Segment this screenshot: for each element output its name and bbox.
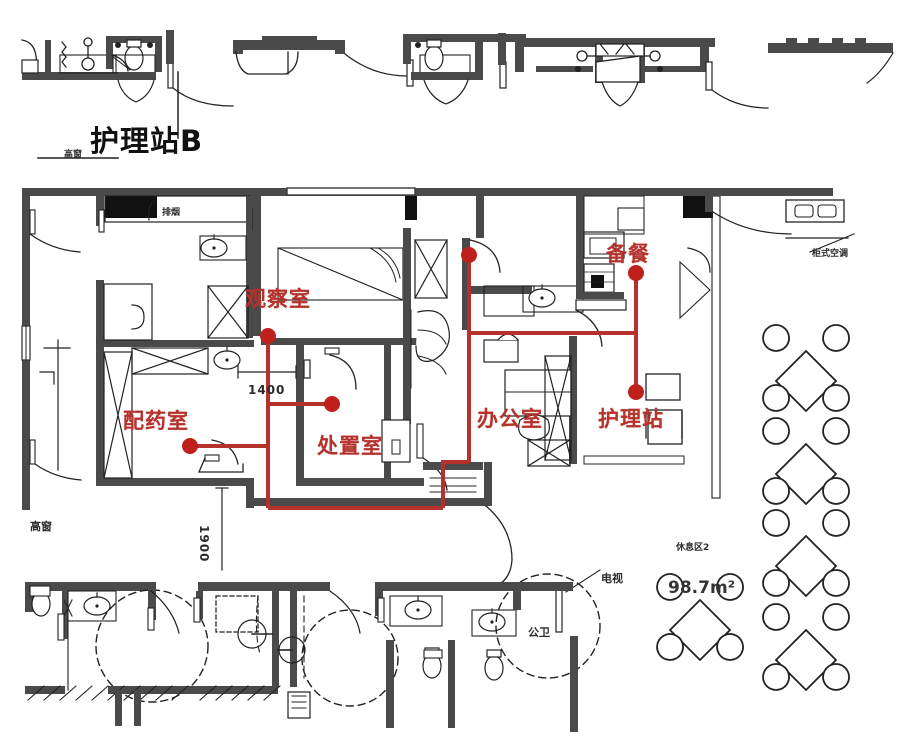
room-label-office: 办公室 (477, 407, 543, 431)
room-label-nurse-station: 护理站 (598, 407, 664, 431)
annotation-smoke-exhaust: 排烟 (162, 208, 181, 218)
circulation-route-nodes (182, 247, 644, 454)
room-label-observation: 观察室 (245, 287, 311, 311)
room-label-treatment: 处置室 (317, 434, 383, 458)
dimension-1900: 1900 (197, 525, 211, 563)
route-node-nurse-station (628, 384, 644, 400)
route-node-dispensing (182, 438, 198, 454)
route-seg-office-jog (441, 460, 469, 508)
route-node-office (461, 247, 477, 263)
circulation-route-layer (190, 255, 638, 510)
annotation-high-window-left: 高窗 (30, 520, 52, 533)
annotation-rest-area-2-size: 98.7m² (668, 578, 736, 598)
annotation-television: 电视 (601, 572, 623, 585)
annotation-rest-area-2: 休息区2 (676, 543, 710, 553)
room-label-dispensing: 配药室 (123, 409, 189, 433)
room-label-pantry: 备餐 (606, 242, 650, 266)
route-node-treatment (324, 396, 340, 412)
dimension-1400: 1400 (248, 383, 286, 397)
route-node-pantry (628, 265, 644, 281)
route-node-observation (260, 328, 276, 344)
page-title: 护理站B (90, 124, 204, 158)
annotation-public-toilet: 公卫 (528, 626, 550, 639)
annotation-high-window-top: 高窗 (64, 150, 83, 160)
annotation-cabinet-ac: 柜式空调 (812, 249, 849, 259)
